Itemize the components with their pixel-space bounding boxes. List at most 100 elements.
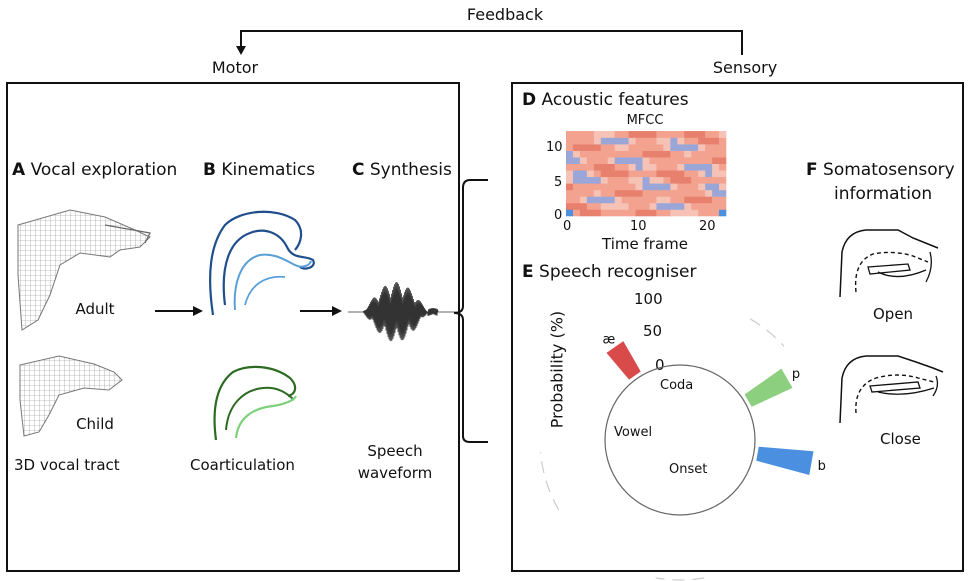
mfcc-cell: [677, 176, 685, 184]
panel-f-title-line2: information: [834, 184, 933, 204]
vocal-tract-caption: 3D vocal tract: [14, 456, 120, 474]
mfcc-cell: [593, 202, 602, 210]
mfcc-cell: [566, 176, 574, 184]
mfcc-cell: [607, 189, 615, 197]
radial-bar-label: b: [818, 459, 826, 474]
mfcc-cell: [586, 183, 595, 191]
mfcc-cell: [712, 157, 720, 164]
mfcc-cell: [635, 183, 643, 191]
mfcc-cell: [586, 163, 595, 171]
mfcc-cell: [670, 150, 678, 158]
mfcc-cell: [635, 150, 643, 158]
mfcc-cell: [684, 131, 692, 138]
mfcc-cell: [691, 176, 699, 184]
mfcc-cell: [691, 196, 699, 204]
mfcc-cell: [705, 202, 713, 210]
mfcc-cell: [712, 170, 720, 178]
mfcc-cell: [579, 209, 588, 217]
mfcc-cell: [607, 209, 615, 217]
mfcc-cell: [719, 170, 727, 178]
mfcc-cell: [698, 137, 706, 145]
mfcc-cell: [677, 189, 685, 197]
mfcc-cell: [635, 209, 643, 217]
mfcc-cell: [614, 131, 622, 138]
mfcc-cell: [614, 137, 622, 145]
mfcc-cell: [614, 202, 622, 210]
adult-label: Adult: [75, 300, 115, 318]
mfcc-cell: [572, 131, 581, 138]
arrow-b-to-c: [300, 306, 342, 316]
mfcc-cell: [663, 157, 671, 164]
arrow-a-to-b: [155, 306, 203, 316]
mfcc-cell: [586, 150, 595, 158]
mfcc-cell: [656, 189, 664, 197]
mfcc-cell: [677, 170, 685, 178]
mfcc-cell: [579, 183, 588, 191]
mfcc-cell: [593, 157, 602, 164]
mfcc-cell: [670, 189, 678, 197]
mfcc-cell: [593, 189, 602, 197]
mfcc-cell: [705, 189, 713, 197]
kinematics-contours: [209, 210, 315, 316]
mfcc-cell: [614, 189, 622, 197]
mfcc-cell: [705, 196, 713, 204]
mfcc-cell: [621, 144, 629, 151]
mfcc-cell: [719, 137, 727, 145]
mfcc-cell: [566, 157, 574, 164]
mfcc-cell: [691, 189, 699, 197]
mfcc-cell: [670, 131, 678, 138]
mfcc-cell: [663, 163, 671, 171]
mfcc-cell: [691, 209, 699, 217]
mfcc-cell: [705, 137, 713, 145]
mfcc-cell: [635, 131, 643, 138]
mfcc-cell: [566, 163, 574, 171]
mfcc-cell: [579, 150, 588, 158]
mfcc-cell: [566, 131, 574, 138]
mfcc-cell: [684, 183, 692, 191]
mfcc-cell: [586, 176, 595, 184]
mfcc-cell: [579, 157, 588, 164]
mfcc-cell: [600, 150, 609, 158]
mfcc-cell: [614, 170, 622, 178]
mfcc-cell: [566, 202, 574, 210]
mfcc-cell: [600, 183, 609, 191]
mfcc-cell: [600, 131, 609, 138]
mfcc-cell: [579, 131, 588, 138]
mfcc-cell: [586, 157, 595, 164]
mfcc-cell: [663, 170, 671, 178]
mfcc-cell: [649, 189, 657, 197]
mfcc-cell: [642, 183, 650, 191]
mfcc-cell: [628, 137, 636, 145]
mfcc-cell: [628, 157, 636, 164]
radial-bar: [756, 446, 814, 475]
motor-panel: [6, 82, 460, 572]
mfcc-cell: [663, 176, 671, 184]
mfcc-cell: [656, 170, 664, 178]
mfcc-cell: [572, 176, 581, 184]
radial-bar-chart: æpb: [539, 318, 826, 581]
mfcc-cell: [614, 163, 622, 171]
mfcc-cell: [684, 150, 692, 158]
radial-grid-arc: [539, 452, 560, 511]
radial-tick: 0: [655, 356, 665, 374]
adult-vocal-tract-mesh: [17, 209, 151, 331]
mfcc-cell: [698, 183, 706, 191]
mfcc-cell: [677, 163, 685, 171]
radial-tick: 50: [643, 322, 663, 340]
radial-grid-arc: [655, 577, 705, 581]
mfcc-cell: [705, 131, 713, 138]
mfcc-cell: [642, 170, 650, 178]
mfcc-cell: [572, 144, 581, 151]
mfcc-cell: [705, 176, 713, 184]
mfcc-cell: [698, 196, 706, 204]
radial-bar-label: æ: [603, 332, 616, 347]
panel-connector-bracket: [453, 179, 488, 443]
mfcc-cell: [684, 202, 692, 210]
mfcc-cell: [663, 183, 671, 191]
mfcc-cell: [698, 157, 706, 164]
mfcc-cell: [670, 157, 678, 164]
mfcc-xlabel: Time frame: [602, 235, 688, 253]
mfcc-cell: [628, 202, 636, 210]
mfcc-cell: [677, 150, 685, 158]
mfcc-cell: [621, 150, 629, 158]
